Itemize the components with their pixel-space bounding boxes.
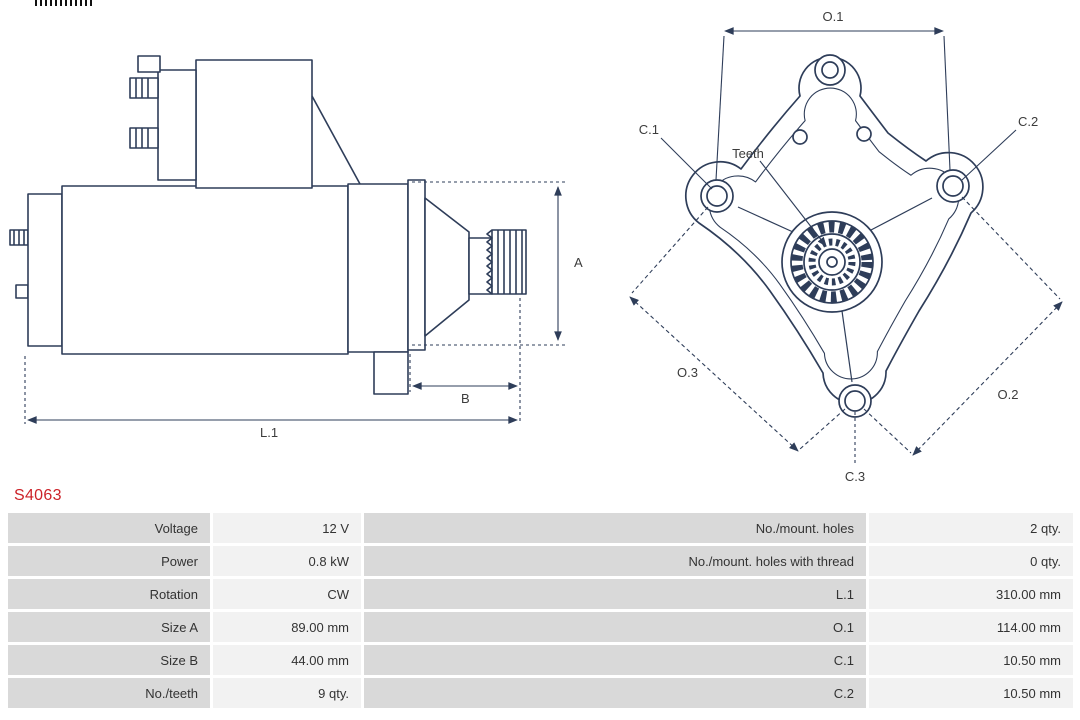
dim-label-a: A [574, 255, 583, 270]
spec-param-value: 0 qty. [869, 546, 1073, 576]
dim-label-o1: O.1 [823, 9, 844, 24]
side-view-labels: A B L.1 [260, 255, 583, 440]
front-view-dimensions [629, 27, 1063, 464]
spec-param-label: Voltage [8, 513, 210, 543]
front-view-drawing [684, 54, 984, 418]
teeth-label: Teeth [732, 146, 764, 161]
spec-param-label: L.1 [364, 579, 866, 609]
spec-param-label: Rotation [8, 579, 210, 609]
spec-param-value: 44.00 mm [213, 645, 361, 675]
spec-param-value: 2 qty. [869, 513, 1073, 543]
dim-label-c1: C.1 [639, 122, 659, 137]
spec-param-label: No./mount. holes with thread [364, 546, 866, 576]
terminal-stud-left-icon [9, 229, 29, 299]
front-view-labels: O.1 C.1 C.2 C.3 Teeth O.3 O.2 [639, 9, 1038, 484]
starter-motor-drawing: A B L.1 [9, 9, 1063, 484]
spec-param-value: 10.50 mm [869, 678, 1073, 708]
spec-param-label: Size A [8, 612, 210, 642]
spec-param-label: No./mount. holes [364, 513, 866, 543]
technical-drawing-area: A B L.1 [9, 0, 1063, 484]
spec-param-value: 9 qty. [213, 678, 361, 708]
spec-param-value: 0.8 kW [213, 546, 361, 576]
spec-param-label: O.1 [364, 612, 866, 642]
side-view-drawing [9, 55, 527, 395]
spec-param-value: CW [213, 579, 361, 609]
pinion-gear-icon [486, 229, 527, 295]
spec-param-value: 12 V [213, 513, 361, 543]
dim-label-c3: C.3 [845, 469, 865, 484]
spec-param-label: Size B [8, 645, 210, 675]
dim-label-o2: O.2 [998, 387, 1019, 402]
barcode [35, 0, 93, 6]
gear-boss-icon [781, 211, 883, 313]
spec-param-value: 114.00 mm [869, 612, 1073, 642]
spec-param-label: Power [8, 546, 210, 576]
spec-param-value: 10.50 mm [869, 645, 1073, 675]
part-number: S4063 [14, 487, 62, 504]
dim-label-b: B [461, 391, 470, 406]
dim-label-o3: O.3 [677, 365, 698, 380]
spec-param-label: No./teeth [8, 678, 210, 708]
mounting-holes [700, 54, 970, 418]
solenoid-icon [129, 55, 313, 189]
spec-param-label: C.1 [364, 645, 866, 675]
side-view-dimensions [24, 181, 566, 424]
spec-param-value: 310.00 mm [869, 579, 1073, 609]
spec-table: Voltage 12 V No./mount. holes 2 qty. Pow… [8, 513, 1073, 708]
spec-param-label: C.2 [364, 678, 866, 708]
spec-param-value: 89.00 mm [213, 612, 361, 642]
dim-label-l1: L.1 [260, 425, 278, 440]
dim-label-c2: C.2 [1018, 114, 1038, 129]
